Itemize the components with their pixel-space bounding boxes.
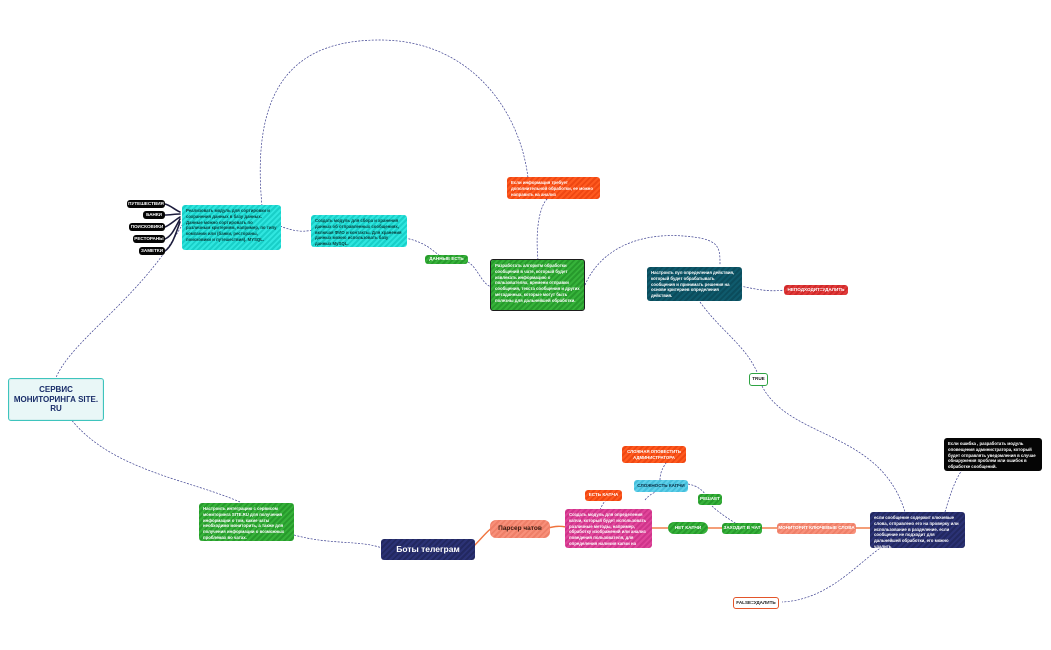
monitors-keywords-label[interactable]: МОНИТОРИТ КЛЮЧЕВЫЕ СЛОВА — [777, 523, 856, 534]
has-captcha-label[interactable]: ЕСТЬ КАПЧА — [585, 490, 622, 501]
link-central-monitoring — [69, 417, 241, 503]
notify-admin-label[interactable]: СЛОЖНАЯ ОПОВЕСТИТЬ АДМИНИСТРАТОРА — [622, 446, 686, 463]
link-big-arc — [259, 39, 529, 207]
captcha-module-node[interactable]: Создать модуль для определения капчи, ко… — [565, 509, 652, 548]
link-cat-4 — [164, 221, 181, 252]
monitoring-intro-node[interactable]: Настроить интеграцию с сервисом монитори… — [199, 503, 294, 541]
parser-chats-node[interactable]: Парсер чатов — [490, 520, 550, 538]
unsuitable-delete-label[interactable]: НЕПОДХОДИТ=УДАЛИТЬ — [784, 285, 848, 295]
no-captcha-label[interactable]: НЕТ КАПЧИ — [668, 522, 708, 534]
error-module-node[interactable]: Если ошибка , разработать модуль оповеще… — [944, 438, 1042, 471]
link-monitoring-bots — [293, 534, 383, 549]
link-filter-additional — [536, 197, 549, 261]
keyword-message-node[interactable]: если сообщение содержит ключевые слова, … — [870, 512, 965, 548]
link-bots-parser — [471, 527, 493, 549]
link-filter-action — [584, 235, 721, 286]
category-tag-notes[interactable]: ЗАМЕТКИ — [139, 247, 165, 255]
solves-label[interactable]: РЕШАЕТ — [698, 494, 722, 505]
central-title: СЕРВИС МОНИТОРИНГА SITE. RU — [13, 385, 99, 414]
category-tag-travel[interactable]: ПУТЕШЕСТВИЯ — [127, 200, 165, 208]
sorting-module-node[interactable]: Реализовать модуль для сортировки и сохр… — [182, 205, 281, 250]
category-tag-restaurants[interactable]: РЕСТОРАНЫ — [133, 235, 165, 243]
bots-telegram-node[interactable]: Боты телеграм — [381, 539, 475, 560]
additional-processing-node[interactable]: Если информация требует дополнительной о… — [507, 177, 600, 199]
true-label[interactable]: TRUE — [749, 373, 768, 386]
link-sorting-storage — [279, 225, 313, 232]
link-storage-data — [404, 237, 441, 257]
joins-chat-label[interactable]: ЗАХОДИТ В ЧАТ — [722, 523, 762, 534]
link-cat-1 — [164, 213, 181, 216]
link-action-unsuitable — [739, 285, 785, 292]
category-tag-banks[interactable]: БАНКИ — [143, 211, 165, 219]
link-parser-magenta — [547, 525, 567, 529]
action-rules-node[interactable]: Настроить пул определения действия, кото… — [647, 267, 742, 301]
link-action-true — [699, 301, 758, 373]
link-sky-solves — [687, 483, 707, 496]
link-cat-0 — [164, 203, 181, 213]
link-keyword-error — [944, 469, 963, 513]
filter-algorithm-node[interactable]: Разработать алгоритм обработки сообщений… — [490, 259, 585, 311]
link-cat-2 — [164, 216, 181, 228]
link-cat-3 — [164, 218, 181, 240]
link-sky-notify — [659, 459, 669, 481]
link-data-filter — [467, 261, 493, 288]
false-delete-label[interactable]: FALSE=УДАЛИТЬ — [733, 597, 779, 609]
category-tag-search[interactable]: ПОИСКОВИКИ — [129, 223, 165, 231]
link-captcha-sky — [644, 489, 661, 501]
link-true-keyword — [761, 385, 906, 513]
captcha-difficulty-label[interactable]: СЛОЖНОСТЬ КАПЧИ — [634, 480, 688, 492]
data-exists-label[interactable]: ДАННЫЕ ЕСТЬ — [425, 255, 468, 264]
central-node[interactable]: СЕРВИС МОНИТОРИНГА SITE. RU — [8, 378, 104, 421]
link-keyword-false — [781, 544, 886, 603]
storage-module-node[interactable]: Создать модуль для сбора и хранения данн… — [311, 215, 407, 247]
